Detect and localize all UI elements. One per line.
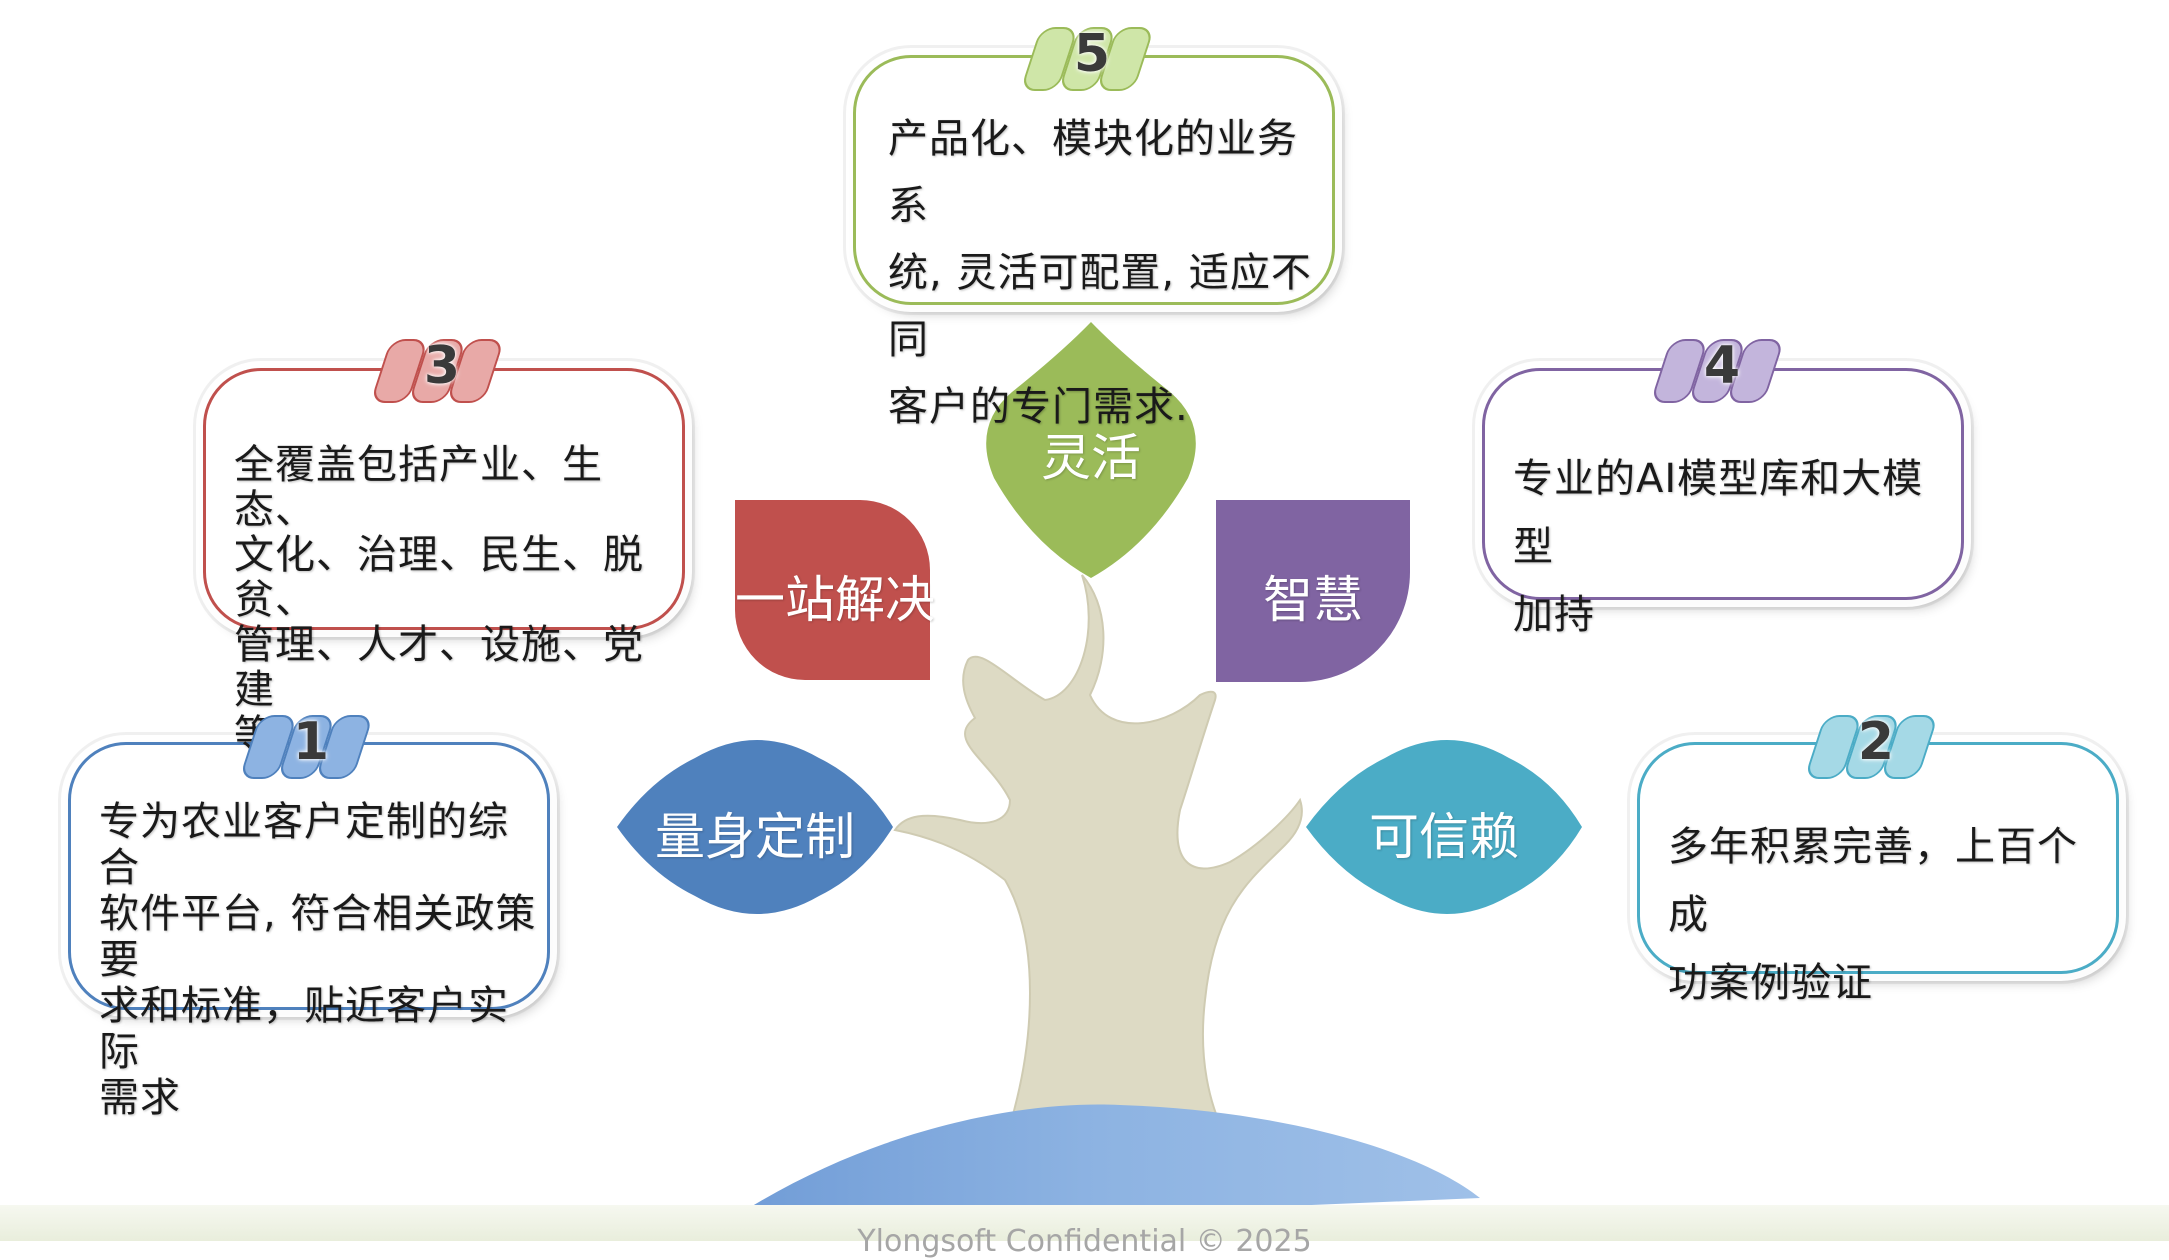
card-1-text: 专为农业客户定制的综合 软件平台, 符合相关政策要 求和标准，贴近客户实际 需求 bbox=[99, 799, 537, 1121]
leaf-label-tailored: 量身定制 bbox=[655, 808, 855, 866]
card-3-text: 全覆盖包括产业、生态、 文化、治理、民生、脱贫、 管理、人才、设施、党建 等. bbox=[234, 442, 644, 758]
leaf-smart bbox=[1216, 500, 1410, 682]
leaf-trustworthy bbox=[1306, 740, 1582, 914]
leaf-label-one-stop: 一站解决 bbox=[735, 571, 935, 629]
badge-4-shape bbox=[1654, 339, 1781, 403]
ground-arc bbox=[715, 1104, 1480, 1230]
leaf-flexible bbox=[986, 322, 1196, 578]
badge-5-shape bbox=[1024, 27, 1151, 91]
card-5-badge: 5 bbox=[1022, 20, 1162, 96]
card-2: 多年积累完善，上百个成 功案例验证 bbox=[1637, 742, 2119, 1006]
card-4: 专业的AI模型库和大模型 加持 bbox=[1482, 368, 1964, 638]
badge-number-1: 1 bbox=[292, 712, 330, 772]
card-4-text: 专业的AI模型库和大模型 加持 bbox=[1513, 456, 1924, 638]
leaf-label-flexible: 灵活 bbox=[1041, 429, 1141, 487]
footer-band bbox=[0, 1205, 2169, 1241]
badge-3-shape bbox=[374, 339, 501, 403]
card-3-badge: 3 bbox=[372, 332, 512, 408]
card-4-badge: 4 bbox=[1652, 332, 1792, 408]
tree-trunk bbox=[893, 574, 1303, 1137]
card-5-text: 产品化、模块化的业务系 统, 灵活可配置, 适应不同 客户的专门需求. bbox=[888, 116, 1312, 430]
card-3: 全覆盖包括产业、生态、 文化、治理、民生、脱贫、 管理、人才、设施、党建 等. bbox=[203, 368, 685, 758]
badge-number-4: 4 bbox=[1703, 336, 1741, 396]
card-1: 专为农业客户定制的综合 软件平台, 符合相关政策要 求和标准，贴近客户实际 需求 bbox=[68, 742, 550, 1121]
footer-confidential: Ylongsoft Confidential © 2025 bbox=[857, 1224, 1312, 1259]
badge-number-3: 3 bbox=[423, 336, 461, 396]
card-2-badge: 2 bbox=[1806, 708, 1946, 784]
leaf-one-stop bbox=[735, 500, 930, 680]
leaf-label-smart: 智慧 bbox=[1263, 571, 1363, 629]
card-5: 产品化、模块化的业务系 统, 灵活可配置, 适应不同 客户的专门需求. bbox=[853, 55, 1335, 430]
card-2-text: 多年积累完善，上百个成 功案例验证 bbox=[1668, 824, 2078, 1006]
badge-number-2: 2 bbox=[1857, 712, 1895, 772]
leaf-label-trustworthy: 可信赖 bbox=[1369, 808, 1519, 866]
card-1-badge: 1 bbox=[241, 708, 381, 784]
badge-2-shape bbox=[1808, 715, 1935, 779]
badge-1-shape bbox=[243, 715, 370, 779]
leaf-tailored bbox=[617, 740, 893, 914]
badge-number-5: 5 bbox=[1073, 24, 1111, 84]
